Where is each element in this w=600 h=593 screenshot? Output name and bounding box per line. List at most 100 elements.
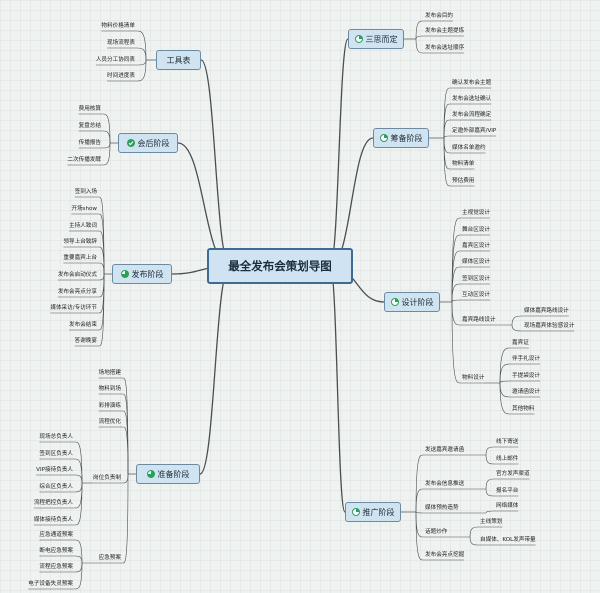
check-circle-icon bbox=[126, 139, 135, 147]
subtopic-tuiguang[interactable]: 媒体预热造势 bbox=[425, 505, 459, 511]
subtopic-item[interactable]: 手提袋设计 bbox=[512, 373, 540, 379]
connector-line bbox=[485, 488, 495, 497]
progress-pie-icon bbox=[120, 270, 129, 278]
subtopic-zhunbei[interactable]: 流程优化 bbox=[98, 419, 121, 425]
connector-line bbox=[199, 265, 231, 475]
connector-line bbox=[415, 511, 424, 514]
subtopic-item[interactable]: 邀请函设计 bbox=[512, 389, 540, 395]
subtopic-sheji[interactable]: 舞台区设计 bbox=[462, 227, 490, 233]
subtopic-sheji[interactable]: 嘉宾路线设计 bbox=[462, 317, 496, 323]
subtopic-sheji[interactable]: 互动区设计 bbox=[462, 292, 490, 298]
subtopic-sansi[interactable]: 发布会目的 bbox=[425, 13, 453, 19]
subtopic-sheji[interactable]: 物料设计 bbox=[462, 375, 485, 381]
central-topic[interactable]: 最全发布会策划导图 bbox=[207, 248, 353, 284]
subtopic-item[interactable]: 网络媒体 bbox=[496, 503, 519, 509]
connector-line bbox=[122, 426, 129, 475]
connector-line bbox=[102, 130, 111, 144]
topic-label: 发布阶段 bbox=[131, 269, 164, 279]
topic-fabu[interactable]: 发布阶段 bbox=[112, 264, 172, 284]
subtopic-item[interactable]: 流程把控负责人 bbox=[33, 500, 73, 506]
topic-gongju[interactable]: 工具表 bbox=[156, 50, 201, 70]
subtopic-huihou[interactable]: 传播报告 bbox=[78, 140, 101, 146]
subtopic-item[interactable]: 断电应急预案 bbox=[39, 548, 73, 554]
subtopic-item[interactable]: 现场总负责人 bbox=[39, 434, 73, 440]
subtopic-item[interactable]: 主线策划 bbox=[480, 519, 503, 525]
subtopic-item[interactable]: 嘉宾证 bbox=[512, 340, 529, 346]
subtopic-fabu[interactable]: 发布会结束 bbox=[69, 322, 97, 328]
connector-line bbox=[485, 510, 495, 514]
subtopic-zhunbei[interactable]: 彩排演练 bbox=[98, 403, 121, 409]
subtopic-item[interactable]: 其他物料 bbox=[512, 406, 535, 412]
subtopic-choubei[interactable]: 预估费用 bbox=[452, 178, 475, 184]
connector-line bbox=[329, 265, 346, 513]
subtopic-item[interactable]: 签到区负责人 bbox=[39, 451, 73, 457]
subtopic-gongju[interactable]: 时间进度表 bbox=[107, 73, 135, 79]
subtopic-zhunbei[interactable]: 物料到场 bbox=[98, 386, 121, 392]
subtopic-choubei[interactable]: 定邀外部嘉宾/VIP bbox=[452, 128, 497, 134]
connector-line bbox=[499, 347, 511, 384]
subtopic-item[interactable]: 流程应急预案 bbox=[39, 564, 73, 570]
subtopic-sheji[interactable]: 嘉宾区设计 bbox=[462, 243, 490, 249]
connector-line bbox=[136, 59, 147, 66]
subtopic-sansi[interactable]: 发布会主题提炼 bbox=[425, 28, 465, 34]
subtopic-item[interactable]: 官方发声渠道 bbox=[496, 471, 530, 477]
subtopic-zhunbei[interactable]: 场地搭建 bbox=[98, 370, 121, 376]
connector-line bbox=[329, 38, 349, 267]
subtopic-fabu[interactable]: 媒体采访/专访环节 bbox=[50, 305, 97, 311]
subtopic-huihou[interactable]: 二次传播发酵 bbox=[67, 157, 101, 163]
subtopic-fabu[interactable]: 发布会亮点分享 bbox=[57, 289, 97, 295]
connector-line bbox=[499, 382, 511, 415]
topic-sansi[interactable]: 三思而定 bbox=[348, 29, 404, 49]
topic-huihou[interactable]: 会后阶段 bbox=[118, 133, 178, 153]
subtopic-item[interactable]: 电子设备失灵预案 bbox=[28, 581, 73, 587]
connector-line bbox=[485, 478, 495, 490]
subtopic-choubei[interactable]: 发布会选址确认 bbox=[452, 96, 492, 102]
subtopic-item[interactable]: VIP接待负责人 bbox=[36, 467, 73, 473]
subtopic-choubei[interactable]: 媒体名单邀约 bbox=[452, 145, 486, 151]
subtopic-choubei[interactable]: 物料清单 bbox=[452, 161, 475, 167]
subtopic-gongju[interactable]: 人员分工协同表 bbox=[95, 57, 135, 63]
subtopic-fabu[interactable]: 发布会启动仪式 bbox=[57, 272, 97, 278]
topic-tuiguang[interactable]: 推广阶段 bbox=[345, 502, 401, 522]
subtopic-item[interactable]: 自媒体、KOL发声带量 bbox=[480, 537, 536, 543]
connector-line bbox=[98, 273, 105, 298]
subtopic-fabu[interactable]: 领导上台致辞 bbox=[63, 239, 97, 245]
subtopic-choubei[interactable]: 确认发布会主题 bbox=[452, 80, 492, 86]
topic-zhunbei[interactable]: 准备阶段 bbox=[136, 464, 200, 484]
subtopic-fabu[interactable]: 答谢晚宴 bbox=[74, 338, 97, 344]
subtopic-tuiguang[interactable]: 话题炒作 bbox=[425, 529, 448, 535]
subtopic-fabu[interactable]: 开场show bbox=[71, 206, 97, 212]
subtopic-item[interactable]: 媒体接待负责人 bbox=[33, 517, 73, 523]
subtopic-item[interactable]: 现场嘉宾体验感设计 bbox=[524, 323, 575, 329]
subtopic-item[interactable]: 应急通道预案 bbox=[39, 532, 73, 538]
subtopic-sheji[interactable]: 媒体区设计 bbox=[462, 259, 490, 265]
connector-line bbox=[136, 47, 147, 61]
topic-sheji[interactable]: 设计阶段 bbox=[384, 292, 440, 312]
subtopic-fabu[interactable]: 主持人致词 bbox=[69, 223, 97, 229]
connector-line bbox=[451, 301, 461, 384]
subtopic-sansi[interactable]: 发布会选址顺序 bbox=[425, 45, 465, 51]
subtopic-item[interactable]: 线下寄送 bbox=[496, 439, 519, 445]
subtopic-zhunbei[interactable]: 应急预案 bbox=[98, 555, 121, 561]
subtopic-tuiguang[interactable]: 发布会信息推送 bbox=[425, 481, 465, 487]
subtopic-huihou[interactable]: 复盘总结 bbox=[78, 123, 101, 129]
subtopic-item[interactable]: 报名平台 bbox=[496, 488, 519, 494]
topic-choubei[interactable]: 筹备阶段 bbox=[373, 128, 429, 148]
subtopic-choubei[interactable]: 发布会流程确定 bbox=[452, 112, 492, 118]
subtopic-fabu[interactable]: 签到入场 bbox=[74, 189, 97, 195]
subtopic-item[interactable]: 媒体嘉宾路线设计 bbox=[524, 308, 569, 314]
subtopic-huihou[interactable]: 费用核算 bbox=[78, 106, 101, 112]
subtopic-zhunbei[interactable]: 岗位负责制 bbox=[93, 475, 121, 481]
subtopic-item[interactable]: 综合区负责人 bbox=[39, 484, 73, 490]
subtopic-item[interactable]: 伴手礼设计 bbox=[512, 356, 540, 362]
subtopic-sheji[interactable]: 主视觉设计 bbox=[462, 210, 490, 216]
subtopic-gongju[interactable]: 现场流程表 bbox=[107, 40, 135, 46]
subtopic-tuiguang[interactable]: 发布会亮点挖掘 bbox=[425, 552, 465, 558]
subtopic-tuiguang[interactable]: 发送嘉宾邀请函 bbox=[425, 447, 465, 453]
subtopic-item[interactable]: 线上邮件 bbox=[496, 456, 519, 462]
connector-line bbox=[499, 363, 511, 384]
connector-line bbox=[415, 488, 424, 513]
subtopic-fabu[interactable]: 重要嘉宾上台 bbox=[63, 255, 97, 261]
subtopic-gongju[interactable]: 物料价格清单 bbox=[101, 23, 135, 29]
subtopic-sheji[interactable]: 签到区设计 bbox=[462, 276, 490, 282]
